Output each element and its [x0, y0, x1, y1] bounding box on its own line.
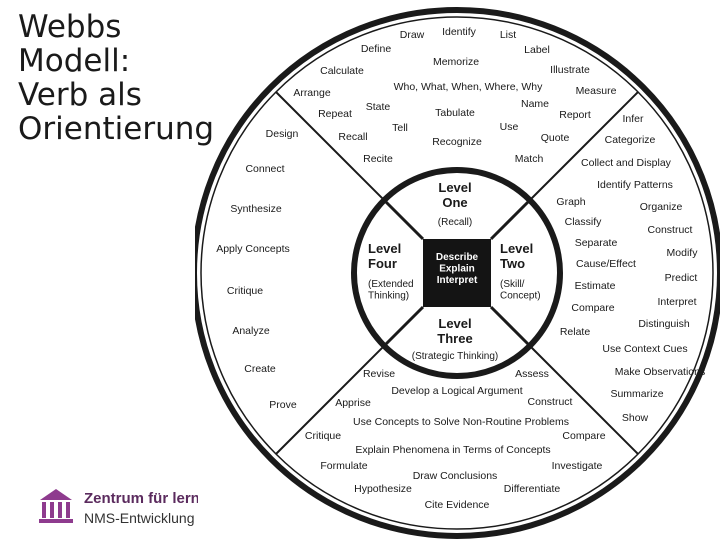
verb-label: Use Context Cues: [602, 343, 687, 355]
verb-label: State: [366, 101, 391, 113]
verb-label: Apprise: [335, 397, 371, 409]
verb-label: Interpret: [657, 296, 696, 308]
verb-label: Assess: [515, 368, 549, 380]
verb-label: Compare: [571, 302, 614, 314]
verb-label: Infer: [622, 113, 644, 125]
divider-nw: [275, 91, 385, 201]
verb-label: Construct: [648, 224, 693, 236]
divider-sw: [275, 345, 385, 455]
verb-label: Develop a Logical Argument: [391, 385, 522, 397]
verb-label: Use Concepts to Solve Non-Routine Proble…: [353, 416, 569, 428]
verb-label: Make Observations: [615, 366, 705, 378]
verb-label: Separate: [575, 237, 618, 249]
verb-label: Quote: [541, 132, 570, 144]
verb-label: Match: [515, 153, 544, 165]
verb-label: List: [500, 29, 516, 41]
verb-label: Calculate: [320, 65, 364, 77]
divider-ne: [529, 91, 639, 201]
verb-label: Critique: [227, 285, 263, 297]
verb-label: Predict: [665, 272, 698, 284]
verb-label: Recognize: [432, 136, 482, 148]
verb-label: Categorize: [605, 134, 656, 146]
verb-label: Identify Patterns: [597, 179, 673, 191]
center-box: [423, 239, 491, 307]
verb-label: Design: [266, 128, 299, 140]
verb-label: Cite Evidence: [425, 499, 490, 511]
level-two-sub: (Skill/Concept): [500, 279, 541, 302]
verb-label: Graph: [556, 196, 585, 208]
verb-label: Compare: [562, 430, 605, 442]
verb-label: Analyze: [232, 325, 270, 337]
verb-label: Modify: [667, 247, 699, 259]
inner-divider-sw: [382, 305, 425, 348]
verb-label: Construct: [528, 396, 573, 408]
verb-label: Illustrate: [550, 64, 590, 76]
verb-label: Differentiate: [504, 483, 561, 495]
outer-ring-inner-edge: [200, 16, 714, 530]
verb-label: Estimate: [575, 280, 616, 292]
verb-label: Prove: [269, 399, 297, 411]
verb-label: Collect and Display: [581, 157, 672, 169]
verb-label: Draw: [400, 29, 425, 41]
building-logo-icon: [39, 489, 73, 523]
verb-label: Who, What, When, Where, Why: [394, 81, 544, 93]
verb-label: Create: [244, 363, 276, 375]
verb-label: Formulate: [320, 460, 367, 472]
verb-label: Identify: [442, 26, 477, 38]
verb-label: Investigate: [552, 460, 603, 472]
verb-label: Arrange: [293, 87, 331, 99]
verb-label: Classify: [565, 216, 603, 228]
verb-label: Tabulate: [435, 107, 475, 119]
outer-ring: [195, 7, 720, 539]
verb-label: Define: [361, 43, 392, 55]
verb-label: Connect: [245, 163, 284, 175]
verb-label: Repeat: [318, 108, 352, 120]
verb-label: Distinguish: [638, 318, 690, 330]
verb-label: Hypothesize: [354, 483, 412, 495]
verb-label: Draw Conclusions: [413, 470, 498, 482]
verb-label: Recite: [363, 153, 393, 165]
verb-label: Relate: [560, 326, 591, 338]
verb-label: Memorize: [433, 56, 479, 68]
verb-label: Label: [524, 44, 550, 56]
slide-title: Webbs Modell: Verb als Orientierung: [18, 9, 215, 147]
verb-label: Use: [500, 121, 519, 133]
level-three-sub: (Strategic Thinking): [412, 351, 499, 362]
divider-se: [529, 345, 639, 455]
verb-label: Name: [521, 98, 549, 110]
level-one-sub: (Recall): [438, 217, 472, 228]
inner-divider-se: [489, 305, 532, 348]
verb-label: Critique: [305, 430, 341, 442]
verb-label: Summarize: [610, 388, 663, 400]
logo-text-line1: Zentrum für lern: [84, 490, 198, 507]
zentrum-logo: Zentrum für lern NMS-Entwicklung: [36, 484, 198, 530]
verb-label: Explain Phenomena in Terms of Concepts: [355, 444, 550, 456]
verb-label: Organize: [640, 201, 683, 213]
verb-label: Tell: [392, 122, 408, 134]
verb-label: Revise: [363, 368, 395, 380]
inner-divider-nw: [382, 198, 425, 241]
verb-label: Report: [559, 109, 591, 121]
verb-label: Apply Concepts: [216, 243, 290, 255]
logo-text-line2: NMS-Entwicklung: [84, 510, 195, 526]
verb-label: Show: [622, 412, 649, 424]
inner-divider-ne: [489, 198, 532, 241]
verb-label: Synthesize: [230, 203, 282, 215]
verb-label: Measure: [576, 85, 617, 97]
verb-label: Recall: [338, 131, 367, 143]
verb-label: Cause/Effect: [576, 258, 636, 270]
